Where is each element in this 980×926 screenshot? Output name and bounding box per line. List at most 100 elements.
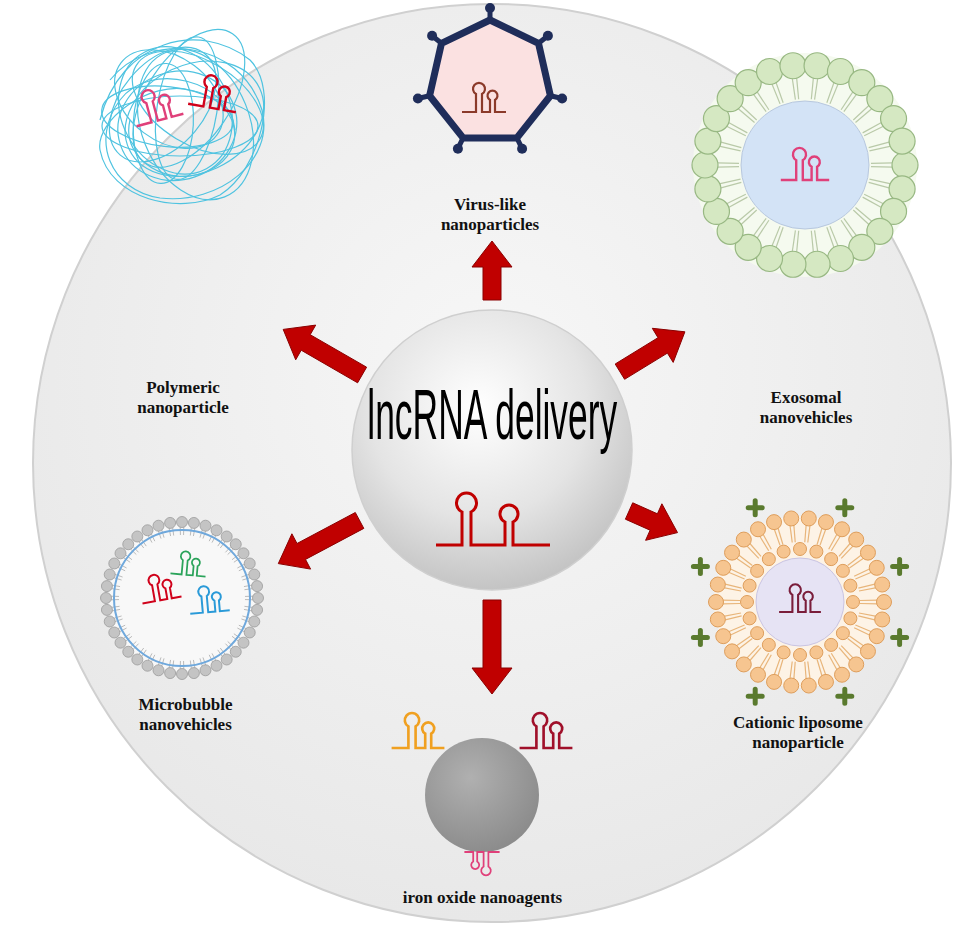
lipid-tail (863, 197, 882, 208)
lipid-head (695, 176, 721, 202)
lipid-tail (723, 613, 741, 616)
lipid-head (165, 668, 176, 679)
lipid-tail (827, 82, 834, 103)
lipid-head (230, 539, 241, 550)
lipid-tail (848, 638, 862, 649)
rna-hairpin (188, 584, 230, 614)
lipid-head (804, 251, 830, 277)
lipid-tail (808, 661, 810, 679)
lipid-head (784, 511, 799, 526)
carrier-label: Polymeric nanoparticle (121, 378, 246, 418)
lipid-tail (749, 543, 761, 557)
lipid-head (877, 595, 892, 610)
lipid-tail (831, 535, 840, 550)
lipid-tail (805, 524, 806, 542)
lipid-head (101, 581, 112, 592)
lipid-head (751, 564, 764, 577)
lipid-tail (792, 230, 795, 252)
lipid-head (757, 58, 783, 84)
microbubble (101, 517, 264, 680)
lipid-tail (815, 230, 818, 252)
lipid-head (123, 646, 134, 657)
lipid-head (211, 660, 222, 671)
lipid-head (849, 532, 864, 547)
lipid-head (132, 654, 143, 665)
lipid-head (743, 579, 756, 592)
lipid-head (810, 646, 823, 659)
rna-hairpin (128, 83, 183, 127)
lipid-head (153, 665, 164, 676)
carrier-label: Virus-like nanoparticles (430, 195, 550, 235)
lipid-head (736, 532, 751, 547)
lipid-head (801, 511, 816, 526)
rna-hairpin (170, 550, 207, 576)
lipid-head (751, 627, 764, 640)
lipid-tail (829, 655, 838, 671)
lipid-head (767, 674, 782, 689)
hub-node: lncRNA delivery (352, 310, 632, 590)
lipid-tail (854, 628, 870, 636)
lipid-head (827, 246, 853, 272)
carrier-label: Exosomal nanovehicles (744, 388, 869, 428)
lipid-head (889, 128, 915, 154)
lipid-tail (730, 628, 746, 636)
lipid-head (767, 515, 782, 530)
carrier-node: Microbubble nanovehicles (98, 515, 273, 735)
block-arrow (472, 241, 512, 300)
lipid-head (751, 667, 766, 682)
lipid-tail (763, 533, 772, 549)
lipid-head (777, 646, 790, 659)
rna-group (128, 72, 829, 875)
lipid-tail (830, 226, 838, 246)
lipid-head (244, 558, 255, 569)
rna-hairpin (188, 72, 241, 112)
lipid-tail (794, 524, 795, 542)
lipid-head (221, 531, 232, 542)
lipid-tail (855, 572, 872, 579)
lipid-tail (724, 584, 742, 588)
lipid-head (244, 627, 255, 638)
rna-hairpin (520, 713, 573, 748)
lipid-tail (790, 661, 792, 679)
rna-hairpin (464, 852, 499, 875)
lipid-head (875, 577, 890, 592)
lipid-tail (719, 179, 740, 184)
lipid-tail (720, 142, 741, 148)
lipid-head (777, 545, 790, 558)
iron-oxide-particle (425, 738, 539, 852)
lipid-tail (815, 78, 818, 100)
hub-title: lncRNA delivery (367, 377, 617, 454)
lipid-head (844, 612, 857, 625)
lipid-tail (797, 77, 799, 99)
block-arrow (615, 328, 685, 379)
lipid-tail (859, 613, 877, 616)
lipid-tail (860, 599, 878, 601)
plus-sign (838, 501, 852, 515)
lipid-head (860, 644, 875, 659)
lipid-tail (741, 105, 757, 120)
lipid-tail (728, 122, 747, 133)
lipid-head (253, 593, 264, 604)
lipid-tail (849, 558, 864, 568)
lipid-tail (726, 194, 746, 204)
lipid-tail (805, 662, 806, 680)
lipid-tail (855, 625, 872, 632)
hub-circle (352, 310, 632, 590)
rna-hairpin (779, 584, 821, 612)
lipid-head (849, 657, 864, 672)
lipid-head (892, 152, 918, 178)
lipid-tail (869, 146, 890, 151)
lipid-head (238, 637, 249, 648)
lipid-head (200, 520, 211, 531)
lipid-head (230, 646, 241, 657)
lipid-head (835, 522, 850, 537)
carrier-label: Microbubble nanovehicles (123, 695, 248, 735)
lipid-head (177, 669, 188, 680)
block-arrow (278, 513, 364, 570)
lipid-tail (853, 210, 869, 225)
rna-hairpin (436, 493, 550, 545)
plus-sign (748, 689, 762, 703)
rna-hairpin (392, 713, 445, 748)
lipid-tail (717, 162, 739, 164)
plus-sign (893, 559, 907, 573)
